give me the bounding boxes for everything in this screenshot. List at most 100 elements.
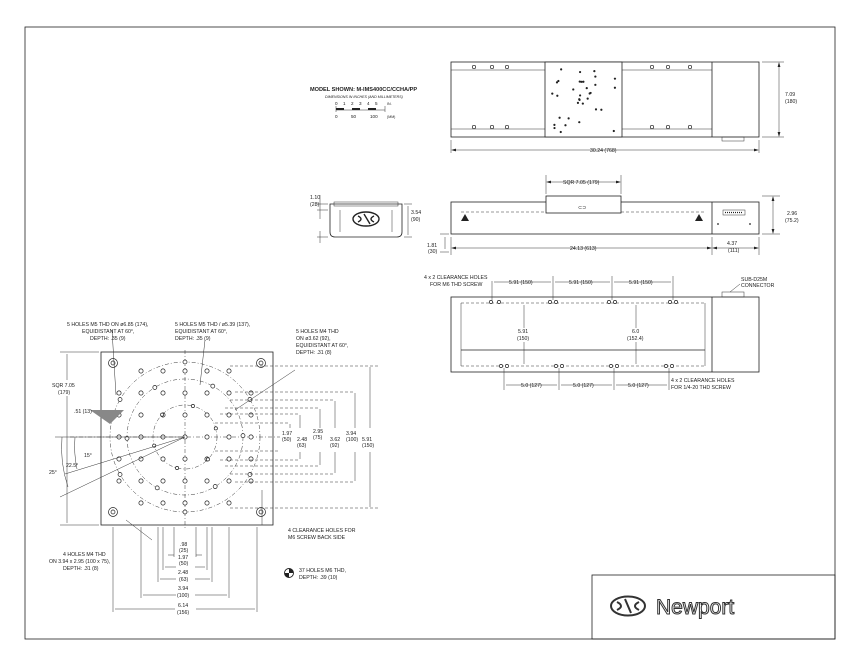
plate-hole bbox=[116, 456, 122, 462]
plate-hole bbox=[160, 478, 166, 484]
plate-hole bbox=[204, 500, 210, 506]
bottom-connector-label: SUB-D25M bbox=[741, 277, 767, 283]
dim-h-98-in: .98 bbox=[180, 542, 187, 548]
limit-triangle bbox=[695, 214, 703, 221]
carriage-hole bbox=[582, 80, 585, 83]
carriage-hole bbox=[553, 123, 556, 126]
carriage-hole bbox=[578, 80, 581, 83]
bottom-v-591: 5.91 bbox=[518, 329, 528, 335]
dim-295-mm: (75) bbox=[313, 435, 322, 441]
plate-hole bbox=[240, 433, 246, 438]
bottom-dim-50: 5.0 (127) bbox=[521, 383, 542, 389]
carriage-hole bbox=[559, 130, 562, 134]
top-width-mm: (180) bbox=[785, 99, 797, 105]
note-m5-inner: EQUIDISTANT AT 60°, bbox=[175, 329, 227, 335]
plate-hole bbox=[182, 368, 188, 374]
carriage-hole bbox=[556, 94, 559, 97]
plate-hole bbox=[138, 478, 144, 484]
limit-triangle bbox=[461, 214, 469, 221]
bottom-dim-591: 5.91 (150) bbox=[509, 280, 533, 286]
plate-hole bbox=[182, 478, 188, 484]
bottom-dim-591: 5.91 (150) bbox=[569, 280, 593, 286]
plate-hole bbox=[138, 368, 144, 374]
plate-hole bbox=[204, 368, 210, 374]
dim-sqr-in: SQR 7.05 bbox=[52, 383, 75, 389]
side-motor-mm: (111) bbox=[728, 248, 740, 254]
subd-connector-side bbox=[722, 209, 746, 216]
plate-hole bbox=[226, 368, 232, 374]
plate-hole bbox=[124, 436, 130, 441]
plate-hole bbox=[116, 390, 122, 396]
carriage-hole bbox=[560, 68, 563, 71]
top-view: 30.24 (768) 7.09 (180) bbox=[450, 61, 797, 154]
scale-in-tick: 0 bbox=[335, 101, 338, 106]
plate-hole bbox=[204, 478, 210, 484]
note-backside: M6 SCREW BACK SIDE bbox=[288, 535, 346, 541]
plate-hole bbox=[182, 500, 188, 506]
end-view-logo bbox=[352, 211, 380, 227]
end-right-in: 3.54 bbox=[411, 210, 421, 216]
carriage-hole bbox=[578, 70, 582, 74]
carriage-hole bbox=[558, 116, 561, 119]
carriage-hole bbox=[579, 94, 582, 97]
side-span-dim: 24.13 (613) bbox=[570, 246, 597, 252]
dim-197-in: 1.97 bbox=[282, 431, 292, 437]
carriage-hole bbox=[585, 87, 588, 90]
carriage-hole bbox=[600, 108, 603, 111]
end-right-mm: (90) bbox=[411, 217, 420, 223]
plate-hole bbox=[182, 412, 188, 418]
dim-h-614-mm: (156) bbox=[177, 610, 189, 616]
plate-hole bbox=[204, 434, 210, 440]
carriage-hole bbox=[594, 75, 597, 78]
corner-hole bbox=[110, 360, 116, 366]
side-height-in: 2.96 bbox=[787, 211, 797, 217]
corner-hole bbox=[258, 509, 264, 515]
carriage-hole bbox=[613, 86, 617, 89]
carriage-side bbox=[545, 195, 622, 214]
note-m4-rect: 4 HOLES M4 THD bbox=[63, 552, 106, 558]
side-view: ⊂⊃ SQR 7.05 (179) 2.96 (75.2) 1.81 (30) bbox=[427, 175, 799, 255]
plate-hole bbox=[226, 478, 232, 484]
note-m4: ON ø3.62 (92), bbox=[296, 336, 331, 342]
side-motor-in: 4.37 bbox=[727, 241, 737, 247]
plate-hole bbox=[154, 485, 160, 491]
plate-hole bbox=[138, 500, 144, 506]
note-m4: 5 HOLES M4 THD bbox=[296, 329, 339, 335]
plate-hole bbox=[248, 456, 254, 462]
plate-hole bbox=[204, 390, 210, 396]
scale-in-tick: 5 bbox=[375, 101, 378, 106]
plate-hole bbox=[138, 412, 144, 418]
plate-hole bbox=[182, 456, 188, 462]
bottom-14-note: 4 x 2 CLEARANCE HOLES bbox=[671, 378, 735, 384]
plate-hole bbox=[175, 466, 180, 470]
dim-h-394-in: 3.94 bbox=[178, 586, 188, 592]
side-base-mm: (30) bbox=[428, 249, 437, 255]
carriage-hole bbox=[594, 108, 598, 111]
scale-mm-unit: (MM) bbox=[387, 115, 395, 119]
carriage-hole bbox=[572, 88, 575, 91]
end-top-mm: (28) bbox=[310, 202, 319, 208]
bottom-connector-label: CONNECTOR bbox=[741, 283, 775, 289]
carriage-detail-view: 1.97 (50) 2.48 (63) 2.95 (75) 3.62 (92) … bbox=[49, 322, 380, 618]
dim-362-in: 3.62 bbox=[330, 437, 340, 443]
note-m5-outer: EQUIDISTANT AT 60°, bbox=[82, 329, 134, 335]
carriage-hole bbox=[612, 129, 615, 133]
angle-225: 22.5° bbox=[66, 463, 78, 469]
scale-in-unit: IN. bbox=[387, 102, 392, 106]
scale-in-tick: 1 bbox=[343, 101, 346, 106]
bottom-v-60: 6.0 bbox=[632, 329, 639, 335]
bottom-v-150: (150) bbox=[517, 336, 529, 342]
carriage-hole bbox=[567, 117, 570, 120]
carriage-hole bbox=[553, 126, 556, 130]
dim-394-mm: (100) bbox=[346, 437, 358, 443]
top-width-in: 7.09 bbox=[785, 92, 795, 98]
plate-hole bbox=[210, 383, 216, 389]
carriage-hole bbox=[613, 77, 617, 80]
m6-hole-symbol bbox=[284, 568, 294, 578]
scale-mm-tick: 0 bbox=[335, 114, 338, 119]
dim-h-614-in: 6.14 bbox=[178, 603, 188, 609]
plate-hole bbox=[160, 456, 166, 462]
dim-h-394-mm: (100) bbox=[177, 593, 189, 599]
